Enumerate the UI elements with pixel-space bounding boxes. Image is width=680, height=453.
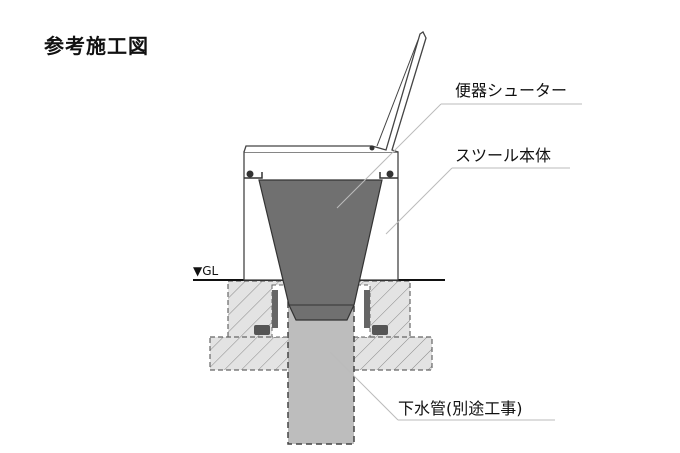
leader-stool <box>385 167 453 235</box>
chute-label: 便器シューター <box>455 81 567 100</box>
bracket-left <box>244 172 263 179</box>
toilet-lid <box>243 31 427 153</box>
hinge-bolt <box>369 145 375 151</box>
anchor-bolt-right <box>364 290 370 328</box>
stool-label: スツール本体 <box>455 146 551 165</box>
pipe-label: 下水管(別途工事) <box>398 399 523 418</box>
anchor-nut-right <box>372 325 388 335</box>
anchor-nut-left <box>254 325 270 335</box>
bolt-left <box>246 170 254 178</box>
sewer-pipe <box>287 301 355 445</box>
bolt-right <box>386 170 394 178</box>
anchor-bolt-left <box>272 290 278 328</box>
lid-inner-line <box>376 39 419 147</box>
leader-pipe <box>329 351 399 421</box>
leader-chute <box>336 103 442 209</box>
bracket-right <box>379 172 398 179</box>
gl-label: ▼GL <box>193 264 219 278</box>
page-title: 参考施工図 <box>44 34 149 58</box>
